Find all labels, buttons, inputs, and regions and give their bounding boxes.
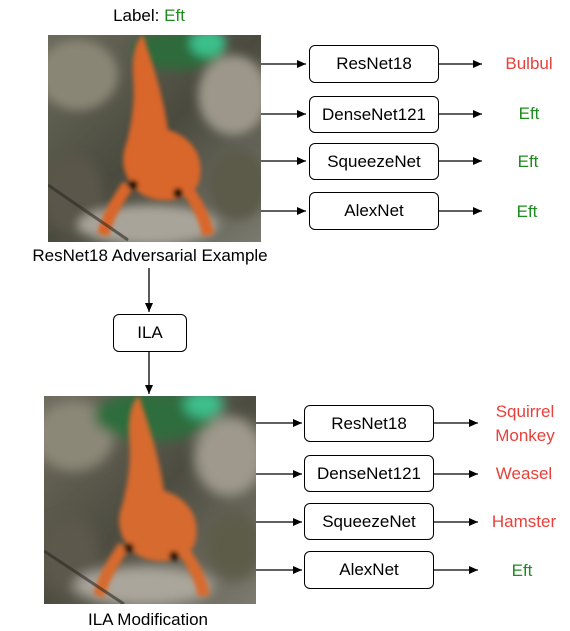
bottom-prediction-resnet18-line2: Monkey xyxy=(495,426,555,445)
bottom-model-densenet121: DenseNet121 xyxy=(304,455,434,492)
top-model-resnet18: ResNet18 xyxy=(309,45,439,83)
bottom-prediction-densenet121: Weasel xyxy=(495,464,553,483)
adversarial-example-caption: ResNet18 Adversarial Example xyxy=(32,246,268,265)
bottom-prediction-squeezenet: Hamster xyxy=(491,512,557,531)
top-prediction-squeezenet: Eft xyxy=(517,152,539,171)
top-model-squeezenet: SqueezeNet xyxy=(309,143,439,180)
ila-modification-image xyxy=(44,396,256,604)
top-prediction-densenet121: Eft xyxy=(518,104,540,123)
bottom-model-alexnet: AlexNet xyxy=(304,551,434,589)
ila-modification-caption: ILA Modification xyxy=(87,610,209,629)
label-prefix: Label: xyxy=(113,6,160,25)
top-prediction-alexnet: Eft xyxy=(516,202,538,221)
top-prediction-resnet18: Bulbul xyxy=(505,54,553,73)
top-model-densenet121: DenseNet121 xyxy=(309,96,439,133)
label-value: Eft xyxy=(164,6,185,25)
adversarial-example-image xyxy=(48,35,261,242)
top-model-alexnet: AlexNet xyxy=(309,192,439,230)
ila-process-box: ILA xyxy=(113,314,187,352)
label-line: Label: Eft xyxy=(113,6,185,26)
bottom-model-resnet18: ResNet18 xyxy=(304,405,434,442)
bottom-prediction-alexnet: Eft xyxy=(511,561,533,580)
bottom-prediction-resnet18-line1: Squirrel xyxy=(495,402,555,421)
bottom-model-squeezenet: SqueezeNet xyxy=(304,503,434,540)
